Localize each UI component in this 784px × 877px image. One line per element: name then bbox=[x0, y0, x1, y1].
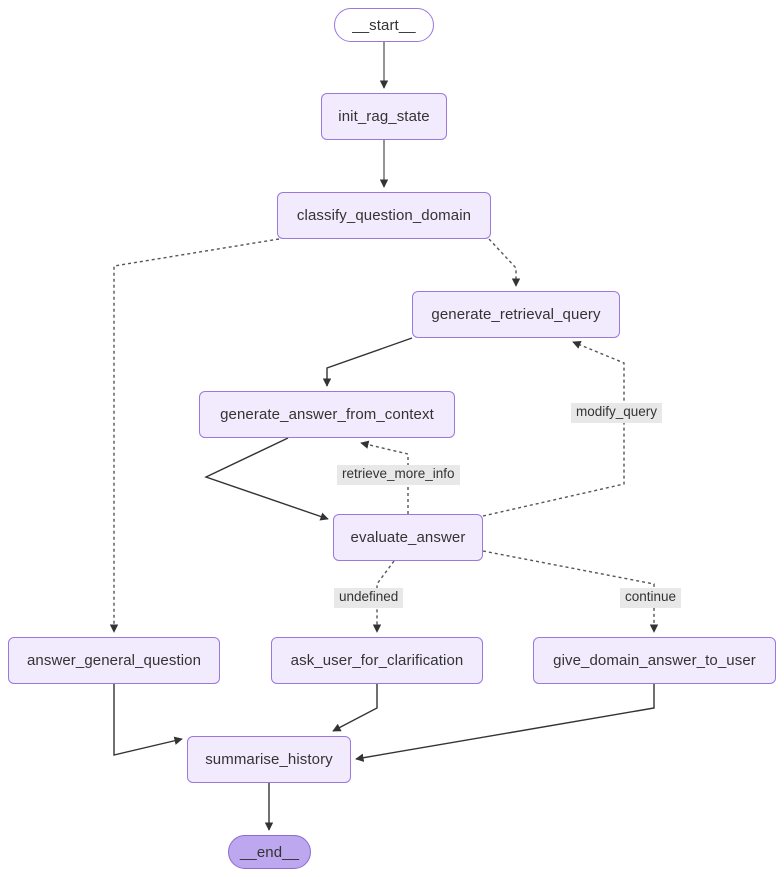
node-init-rag-state[interactable]: init_rag_state bbox=[321, 93, 447, 140]
node-generate-answer-from-context[interactable]: generate_answer_from_context bbox=[199, 391, 455, 438]
node-ask-user-for-clarification[interactable]: ask_user_for_clarification bbox=[271, 637, 483, 684]
node-generate-answer-from-context-label: generate_answer_from_context bbox=[220, 406, 434, 423]
edge-label-undefined: undefined bbox=[334, 588, 404, 608]
edge-ask-user-for-clarification-to-summarise-history bbox=[332, 684, 378, 732]
node-answer-general-question-label: answer_general_question bbox=[26, 652, 202, 669]
edge-classify-question-domain-to-answer-general-question bbox=[109, 238, 280, 633]
edge-label-retrieve-more-info: retrieve_more_info bbox=[337, 465, 460, 485]
node-give-domain-answer-to-user-label: give_domain_answer_to_user bbox=[553, 652, 756, 669]
node-answer-general-question[interactable]: answer_general_question bbox=[8, 637, 220, 684]
node-generate-retrieval-query-label: generate_retrieval_query bbox=[431, 306, 601, 323]
node-ask-user-for-clarification-label: ask_user_for_clarification bbox=[290, 652, 464, 669]
edge-evaluate-answer-to-generate-retrieval-query bbox=[482, 340, 625, 517]
node-start-label: __start__ bbox=[352, 16, 416, 34]
node-end-label: __end__ bbox=[239, 843, 300, 861]
edge-label-continue: continue bbox=[620, 588, 682, 608]
node-evaluate-answer-label: evaluate_answer bbox=[350, 529, 466, 546]
node-give-domain-answer-to-user[interactable]: give_domain_answer_to_user bbox=[533, 637, 776, 684]
node-init-rag-state-label: init_rag_state bbox=[338, 108, 430, 125]
edge-generate-retrieval-query-to-generate-answer-from-context bbox=[322, 337, 413, 387]
edge-evaluate-answer-to-give-domain-answer-to-user bbox=[482, 550, 659, 633]
node-summarise-history-label: summarise_history bbox=[205, 751, 333, 768]
edge-label-modify-query: modify_query bbox=[571, 403, 663, 423]
edge-generate-answer-from-context-to-evaluate-answer bbox=[204, 437, 329, 521]
edge-give-domain-answer-to-user-to-summarise-history bbox=[355, 684, 655, 762]
node-end[interactable]: __end__ bbox=[228, 835, 311, 869]
node-classify-question-domain[interactable]: classify_question_domain bbox=[277, 192, 491, 239]
node-summarise-history[interactable]: summarise_history bbox=[187, 736, 351, 783]
node-generate-retrieval-query[interactable]: generate_retrieval_query bbox=[412, 291, 620, 338]
node-start[interactable]: __start__ bbox=[334, 8, 434, 42]
edge-answer-general-question-to-summarise-history bbox=[113, 684, 183, 756]
edge-classify-question-domain-to-generate-retrieval-query bbox=[488, 238, 521, 287]
edge-evaluate-answer-to-generate-answer-from-context bbox=[360, 440, 409, 514]
node-classify-question-domain-label: classify_question_domain bbox=[296, 207, 472, 224]
edge-evaluate-answer-to-ask-user-for-clarification bbox=[372, 560, 395, 633]
node-evaluate-answer[interactable]: evaluate_answer bbox=[333, 514, 483, 561]
